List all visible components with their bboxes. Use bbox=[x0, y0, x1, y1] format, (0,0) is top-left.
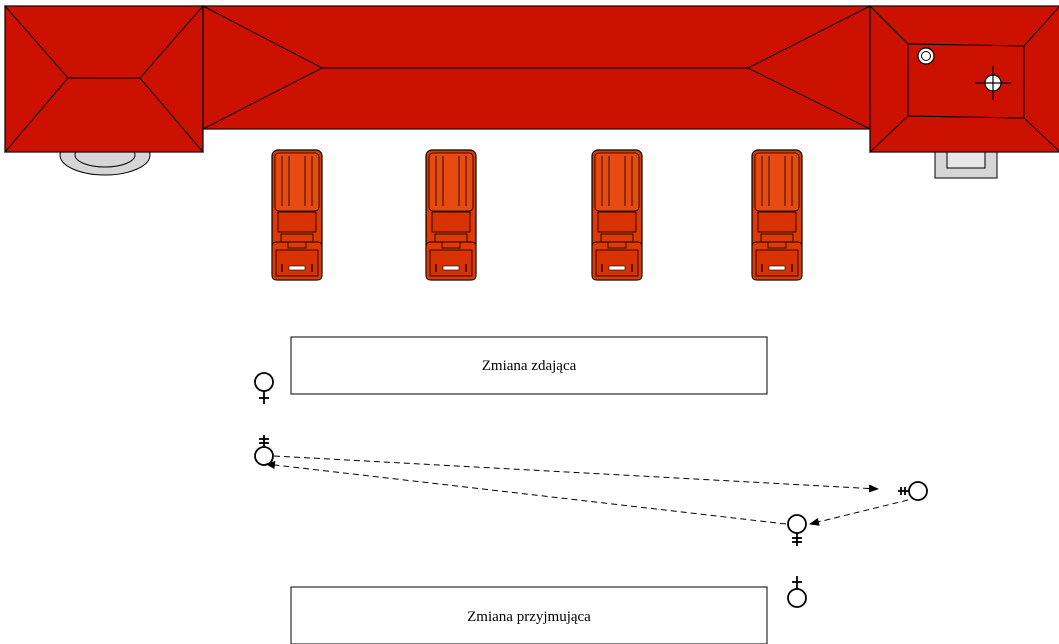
crosshair-icon bbox=[975, 66, 1011, 100]
fire-truck-icon bbox=[591, 149, 643, 281]
fire-truck-icon bbox=[751, 149, 803, 281]
female-symbol-icon bbox=[254, 372, 274, 405]
outgoing-shift-box: Zmiana zdająca bbox=[290, 336, 768, 395]
female-symbol-icon bbox=[787, 514, 807, 547]
outgoing-shift-label: Zmiana zdająca bbox=[482, 358, 577, 374]
fire-truck-icon bbox=[271, 149, 323, 281]
incoming-shift-box: Zmiana przyjmująca bbox=[290, 586, 768, 644]
skylight-icon bbox=[917, 47, 935, 65]
male-symbol-icon bbox=[787, 576, 807, 608]
handover-flow bbox=[265, 455, 909, 526]
female-symbol-icon bbox=[898, 481, 928, 501]
building-right-wing bbox=[868, 5, 1059, 179]
building-left-wing bbox=[3, 5, 205, 176]
fire-truck-icon bbox=[425, 149, 477, 281]
female-symbol-icon bbox=[254, 435, 274, 466]
dashed-arrow-to-center bbox=[809, 499, 909, 526]
building-main-roof bbox=[202, 5, 871, 130]
dashed-arrow-to-left bbox=[265, 461, 787, 525]
dashed-arrow-to-right bbox=[273, 455, 879, 493]
vehicle-row bbox=[271, 149, 803, 281]
incoming-shift-label: Zmiana przyjmująca bbox=[467, 609, 591, 625]
